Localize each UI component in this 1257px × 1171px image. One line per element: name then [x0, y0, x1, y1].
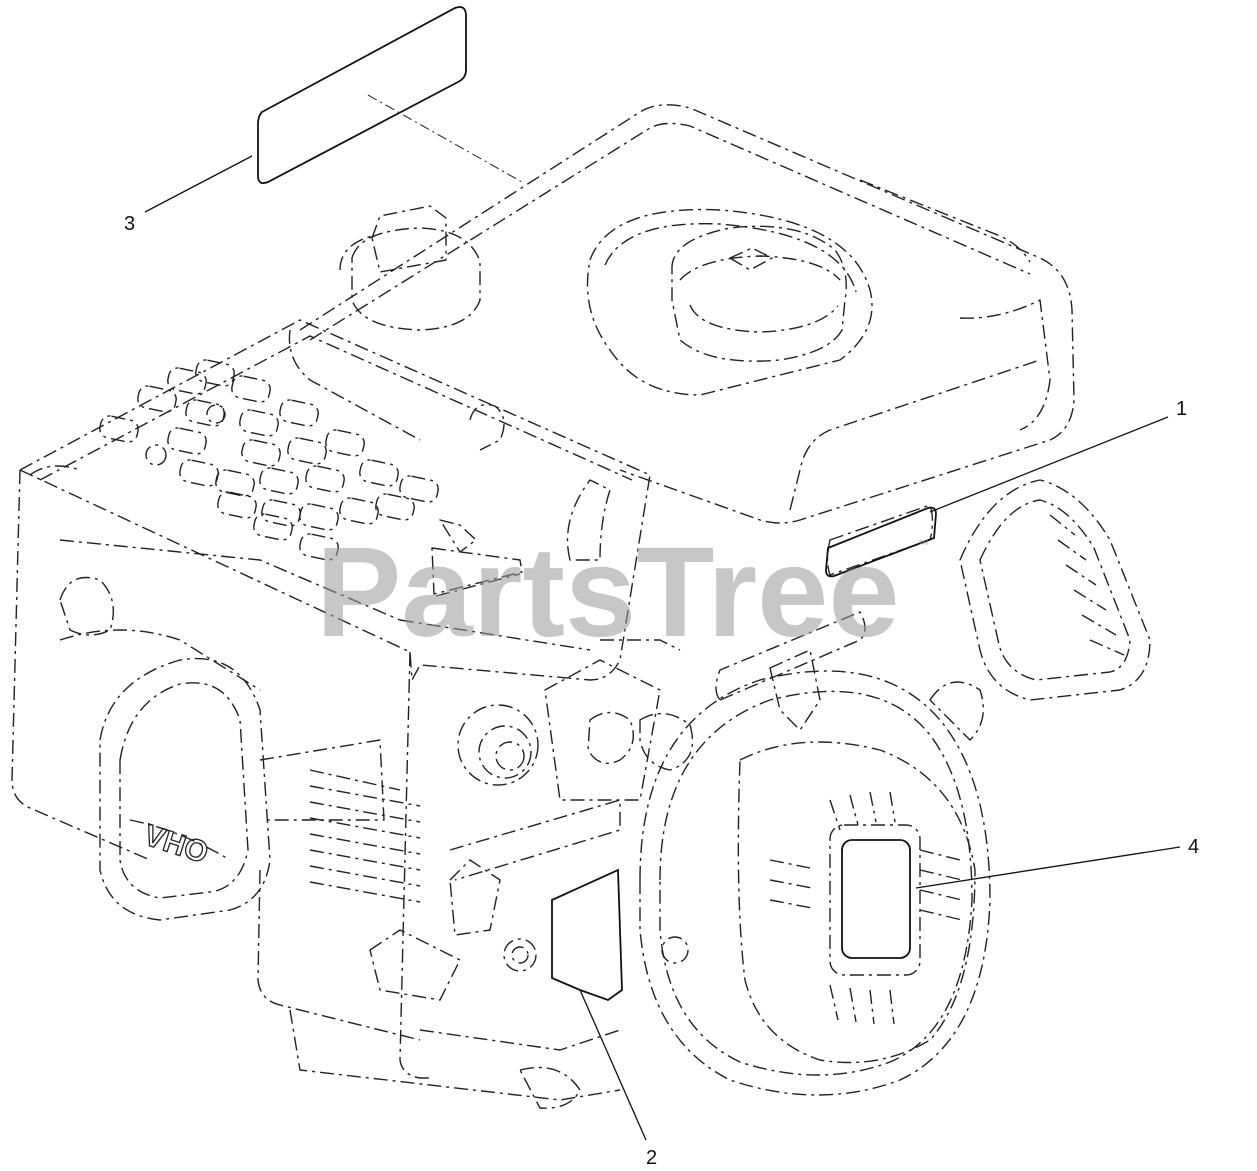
callout-1: 1 [1176, 398, 1187, 420]
leader-2 [579, 989, 647, 1141]
starter-handle [929, 479, 1151, 741]
throttle-lever [715, 611, 866, 731]
decal-3-centerline [367, 94, 523, 183]
primer-bulb [457, 704, 539, 786]
recoil-label-plate [829, 824, 921, 976]
fuel-cap [586, 208, 873, 396]
callout-2: 2 [646, 1147, 657, 1169]
leader-4 [915, 846, 1181, 889]
recoil-starter-housing [639, 670, 991, 1096]
oil-fill-cap [339, 205, 481, 331]
callout-3: 3 [124, 213, 135, 235]
decal-1-outline [825, 506, 937, 578]
control-panel [469, 403, 694, 801]
decal-2-outline [551, 868, 623, 1002]
decal-3-outline [257, 6, 467, 185]
engine-shroud [11, 319, 651, 1079]
watermark: PartsTree [316, 521, 900, 664]
fuel-tank [288, 104, 1075, 576]
side-vents [259, 739, 421, 903]
watermark-trademark: ™ [918, 539, 929, 551]
decal-4-outline [841, 839, 911, 959]
crankcase-lower [257, 799, 621, 1109]
shroud-vents [99, 359, 439, 561]
leader-3 [144, 155, 253, 213]
leader-1 [929, 416, 1169, 513]
shroud-emblem [431, 519, 523, 597]
ohv-badge: OHV [140, 819, 212, 870]
cylinder-head-cover [59, 576, 271, 921]
callout-4: 4 [1188, 836, 1199, 858]
